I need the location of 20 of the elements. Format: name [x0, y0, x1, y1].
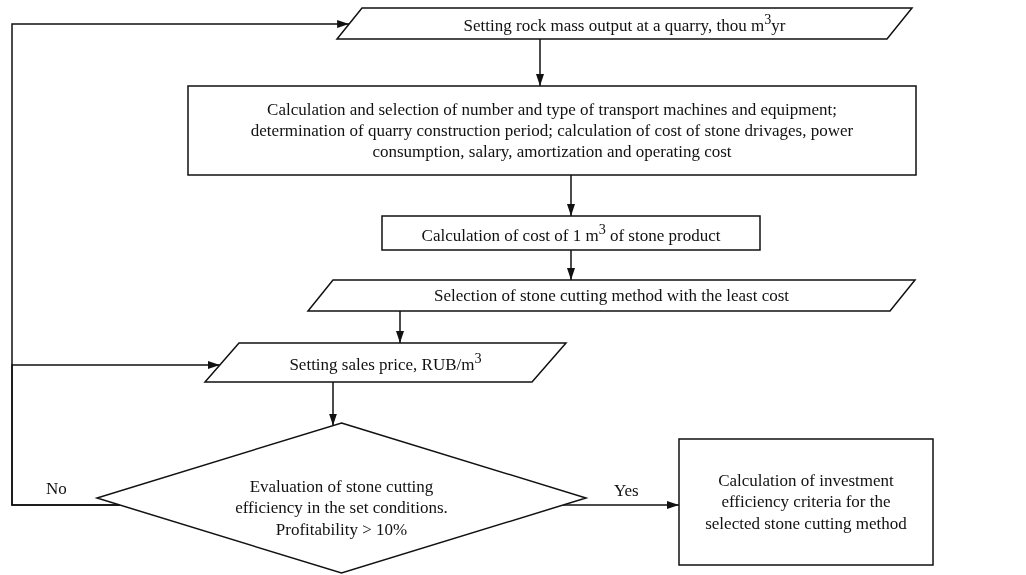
arrow — [11, 361, 221, 506]
input-parallelogram — [308, 280, 915, 311]
decision-diamond — [97, 423, 586, 573]
arrow — [329, 381, 337, 427]
node-text: Setting rock mass output at a quarry, thou m$^{3}$yr — [463, 11, 786, 36]
arrow — [567, 249, 575, 281]
process-box — [382, 216, 760, 250]
process-box — [679, 439, 933, 565]
process-box — [188, 86, 916, 175]
arrow — [536, 38, 544, 87]
arrow — [396, 310, 404, 344]
node-text: Calculation of cost of 1 m$^{3}$ of stone product — [421, 220, 721, 246]
node-text: Calculation of investment efficiency criteria for the selected stone cutting method — [704, 470, 908, 534]
node-text: Setting sales price, RUB/m$^{3}$ — [289, 350, 482, 375]
arrow — [567, 174, 575, 217]
node-text: Calculation and selection of number and type of transport machines and equipment; determination of quarry construction period; calculation of cost of stone drivages, power consumption, salary, amortization and operating cost — [249, 98, 855, 163]
node-text: Evaluation of stone cutting efficiency in the set conditions. Profitability > 10% — [234, 476, 449, 540]
input-parallelogram — [205, 343, 566, 382]
node-text: Selection of stone cutting method with the least cost — [433, 284, 789, 307]
input-parallelogram — [337, 8, 912, 39]
